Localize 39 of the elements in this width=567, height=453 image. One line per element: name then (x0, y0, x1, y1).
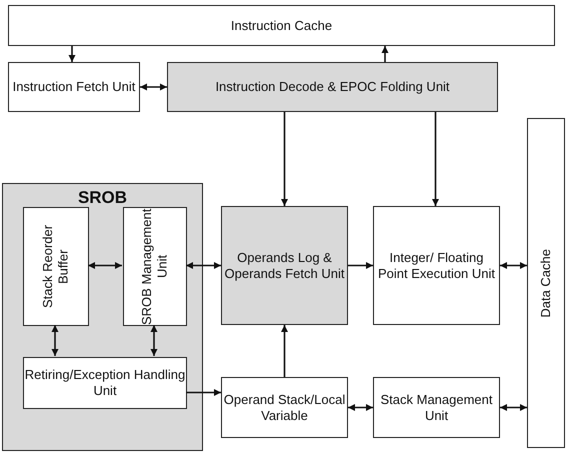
unit-box (221, 377, 348, 438)
node-label: Operands Log & Operands Fetch Unit (224, 250, 346, 282)
node-label: Stack Reorder Buffer (40, 224, 72, 310)
unit-box (221, 206, 348, 325)
arrow (348, 404, 373, 411)
arrow (348, 262, 373, 269)
arrow (68, 46, 76, 62)
arrow (382, 46, 388, 62)
unit-box (123, 207, 187, 326)
arrow (186, 262, 221, 269)
node-label: Stack Management Unit (379, 392, 494, 424)
arrow (88, 262, 122, 269)
group-title: SROB (78, 188, 128, 208)
unit-box (8, 62, 140, 112)
arrow (150, 325, 158, 356)
node-label: Retiring/Exception Handling Unit (24, 367, 186, 399)
arrow (52, 325, 58, 356)
arrow (281, 112, 288, 206)
node-label: Instruction Cache (230, 18, 332, 34)
buffer-box (23, 207, 89, 326)
unit-box (373, 206, 500, 325)
node-label: SROB Management Unit (139, 208, 171, 325)
cache-box (527, 118, 565, 448)
cache-box (8, 5, 555, 46)
node-label: Instruction Decode & EPOC Folding Unit (215, 79, 450, 95)
arrow (500, 404, 527, 411)
arrow (432, 112, 439, 206)
arrow (281, 325, 288, 377)
arrow (186, 389, 221, 396)
arrow (500, 262, 527, 269)
node-label: Integer/ Floating Point Execution Unit (376, 250, 496, 282)
arrow (140, 84, 167, 90)
node-label: Instruction Fetch Unit (12, 79, 136, 95)
unit-box (167, 62, 498, 112)
group-panel (2, 183, 203, 451)
unit-box (23, 357, 187, 409)
node-label: Data Cache (538, 248, 554, 318)
unit-box (373, 377, 500, 438)
node-label: Operand Stack/Local Variable (222, 392, 346, 424)
